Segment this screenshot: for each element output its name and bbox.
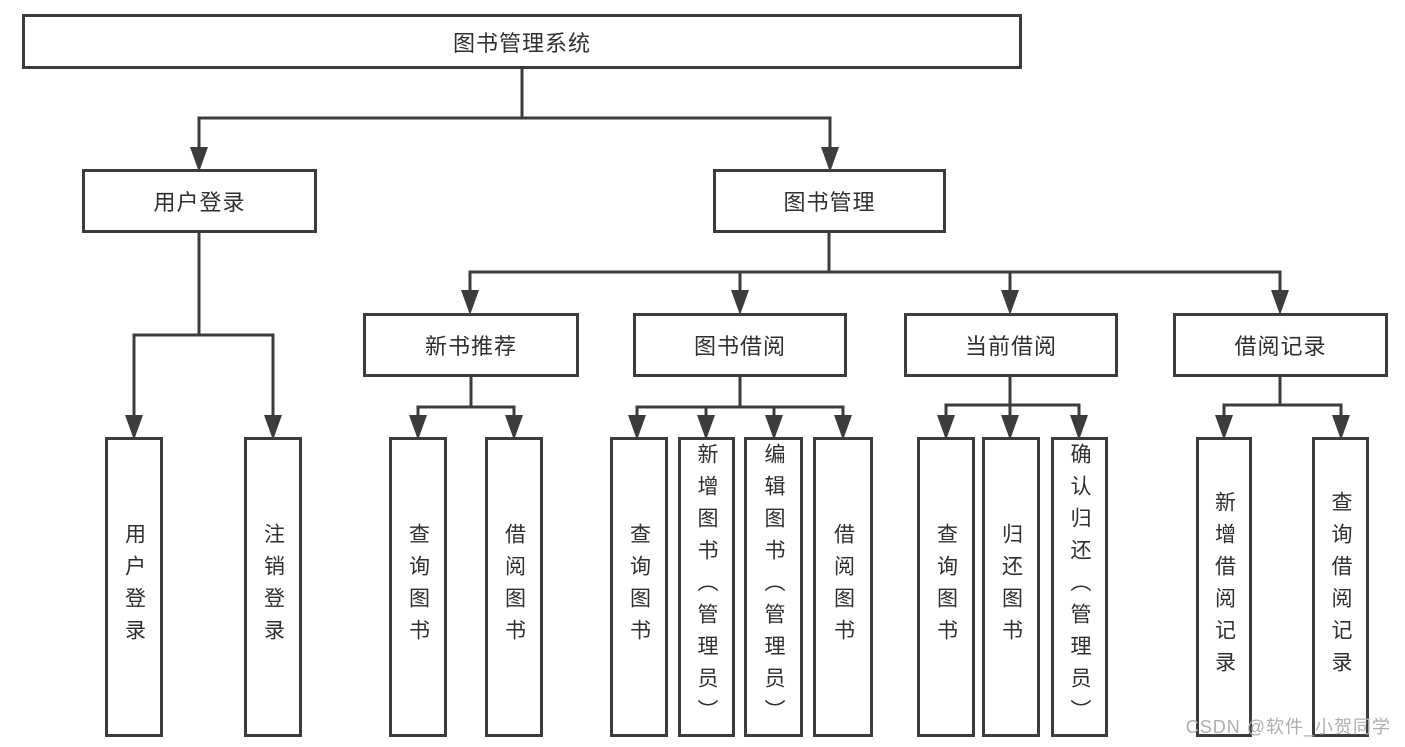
- connector-new-book-recommend-to-leaves: [409, 375, 523, 440]
- node-new-book-recommend: 新书推荐: [363, 313, 579, 377]
- leaf-query-borrow-record: 查询借阅记录: [1312, 437, 1369, 737]
- connector-root-to-level2: [190, 67, 839, 172]
- leaf-query-borrow-record-label: 查询借阅记录: [1329, 491, 1352, 683]
- node-book-management: 图书管理: [713, 169, 946, 233]
- connector-book-borrow-to-leaves: [628, 375, 852, 440]
- node-new-book-recommend-label: 新书推荐: [424, 334, 517, 359]
- leaf-add-borrow-record-label: 新增借阅记录: [1212, 491, 1236, 683]
- leaf-return-book-label: 归还图书: [999, 523, 1023, 651]
- leaf-borrow-books: 借阅图书: [813, 437, 873, 737]
- leaf-return-book: 归还图书: [982, 437, 1040, 737]
- leaf-query-books-borrow: 查询图书: [610, 437, 668, 737]
- leaf-edit-book-admin-label: 编辑图书（管理员）: [762, 443, 785, 731]
- connector-book-management-to-level3: [461, 231, 1289, 315]
- leaf-query-books-borrow-label: 查询图书: [627, 523, 651, 651]
- node-current-borrow-label: 当前借阅: [964, 334, 1057, 359]
- leaf-logout: 注销登录: [244, 437, 302, 737]
- leaf-confirm-return-admin: 确认归还（管理员）: [1051, 437, 1108, 737]
- connector-borrow-records-to-leaves: [1215, 375, 1350, 440]
- leaf-borrow-books-label: 借阅图书: [831, 523, 855, 651]
- leaf-query-books-recommend-label: 查询图书: [406, 523, 430, 651]
- leaf-user-login-label: 用户登录: [122, 523, 146, 651]
- node-book-borrow-label: 图书借阅: [693, 334, 786, 359]
- node-user-login-label: 用户登录: [153, 190, 246, 215]
- leaf-borrow-books-recommend-label: 借阅图书: [502, 523, 526, 651]
- leaf-logout-label: 注销登录: [261, 523, 285, 651]
- node-book-management-label: 图书管理: [783, 190, 876, 215]
- leaf-user-login: 用户登录: [105, 437, 163, 737]
- leaf-query-books-current: 查询图书: [917, 437, 975, 737]
- leaf-query-books-current-label: 查询图书: [934, 523, 958, 651]
- node-user-login: 用户登录: [82, 169, 317, 233]
- leaf-add-borrow-record: 新增借阅记录: [1196, 437, 1252, 737]
- leaf-borrow-books-recommend: 借阅图书: [485, 437, 543, 737]
- leaf-confirm-return-admin-label: 确认归还（管理员）: [1068, 443, 1091, 731]
- node-root-system: 图书管理系统: [22, 14, 1022, 69]
- leaf-add-book-admin-label: 新增图书（管理员）: [695, 443, 718, 731]
- node-borrow-records-label: 借阅记录: [1234, 334, 1327, 359]
- leaf-add-book-admin: 新增图书（管理员）: [678, 437, 735, 737]
- csdn-watermark: CSDN @软件_小贺同学: [1185, 717, 1391, 737]
- connector-user-login-to-leaves: [125, 231, 282, 440]
- node-root-system-label: 图书管理系统: [452, 30, 591, 56]
- leaf-query-books-recommend: 查询图书: [389, 437, 447, 737]
- node-borrow-records: 借阅记录: [1173, 313, 1388, 377]
- leaf-edit-book-admin: 编辑图书（管理员）: [744, 437, 803, 737]
- node-book-borrow: 图书借阅: [633, 313, 847, 377]
- connector-current-borrow-to-leaves: [937, 375, 1088, 440]
- node-current-borrow: 当前借阅: [904, 313, 1118, 377]
